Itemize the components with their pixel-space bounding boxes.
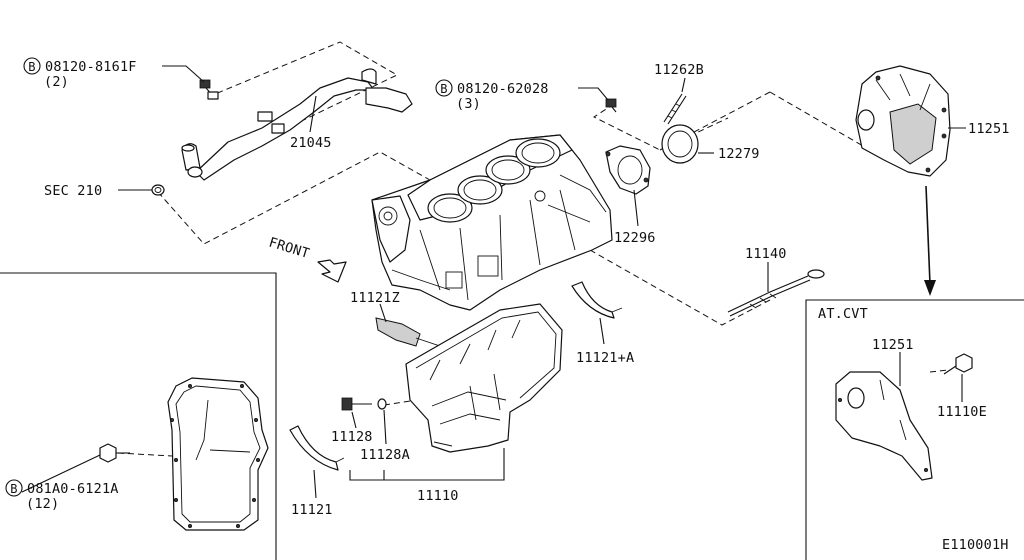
label-bolt-tl-code: 08120-8161F [45,59,137,75]
leader-bolt-bl [21,454,101,493]
svg-text:B: B [28,60,35,74]
at-cvt-arrow [924,185,936,296]
stud-11262b [663,93,687,125]
label-11121a: 11121+A [576,350,634,366]
b-marker-bl: B [5,479,23,497]
dipstick-11140 [727,269,825,317]
label-11121z: 11121Z [350,290,400,306]
sec210-dash [157,151,431,245]
label-12296: 12296 [614,230,656,246]
dipstick-dash [589,249,771,326]
gasket-bolt-dash [117,452,173,457]
label-12279: 12279 [718,146,760,162]
leader-11121a [599,317,605,345]
leader-11262b [681,77,686,93]
leader-12296 [633,189,639,227]
label-11262b: 11262B [654,62,704,78]
at-cvt-inset-frame [805,299,1024,560]
bearing-11121a [571,281,623,319]
b-marker-mid: B [435,79,453,97]
label-inset-11110e: 11110E [937,404,987,420]
bolt-12279-dash [592,103,729,151]
leader-11121 [313,469,317,499]
leader-11121z [379,303,387,323]
label-11128: 11128 [331,429,373,445]
bearing-11121 [289,425,345,471]
bolt-08120-8161f [199,79,219,100]
leader-11128a [383,409,387,445]
svg-text:B: B [440,82,447,96]
label-bolt-tl-qty: (2) [44,74,69,90]
washer-11128a [377,398,387,410]
retainer-12296 [605,145,651,195]
label-11121: 11121 [291,502,333,518]
label-11128a: 11128A [360,447,410,463]
leader-bolt-mid [578,87,609,101]
label-diagram-code: E110001H [942,537,1009,553]
oil-pan-11110 [405,303,563,453]
cylinder-block [371,134,613,311]
label-bolt-mid-code: 08120-62028 [457,81,549,97]
oil-seal-12279 [661,124,699,164]
leader-11110 [349,448,505,481]
oil-pan-gasket [167,377,269,531]
label-11140: 11140 [745,246,787,262]
label-sec210: SEC 210 [44,183,102,199]
oil-pan-gasket-inset-frame [0,272,277,560]
pan-bolt-11128 [341,397,372,411]
oil-strainer-11121z [375,317,453,347]
label-bolt-bl-qty: (12) [26,496,59,512]
inset-bolt-dash [929,369,949,373]
bolt-08120-62028 [605,98,617,113]
label-21045: 21045 [290,135,332,151]
label-11110: 11110 [417,488,459,504]
leader-bolt-tl [162,65,205,83]
inset-bolt-11110e [943,353,973,375]
gasket-bolt [99,443,130,463]
inset-rear-plate [835,371,933,481]
label-bolt-mid-qty: (3) [456,96,481,112]
pipe-bolt-dash [207,41,399,141]
label-front: FRONT [267,235,311,262]
pan-bolt-dash [383,397,431,406]
sec210-gasket [151,184,165,196]
label-at-cvt: AT.CVT [818,306,868,322]
label-bolt-bl-code: 081A0-6121A [27,481,119,497]
svg-text:B: B [10,482,17,496]
leader-21045 [309,95,317,133]
rear-plate-11251 [855,65,951,177]
leader-11128 [351,411,357,429]
label-11251: 11251 [968,121,1010,137]
b-marker-tl: B [23,57,41,75]
label-inset-11251: 11251 [872,337,914,353]
water-pipe [181,68,413,181]
front-arrow-icon [317,259,347,283]
